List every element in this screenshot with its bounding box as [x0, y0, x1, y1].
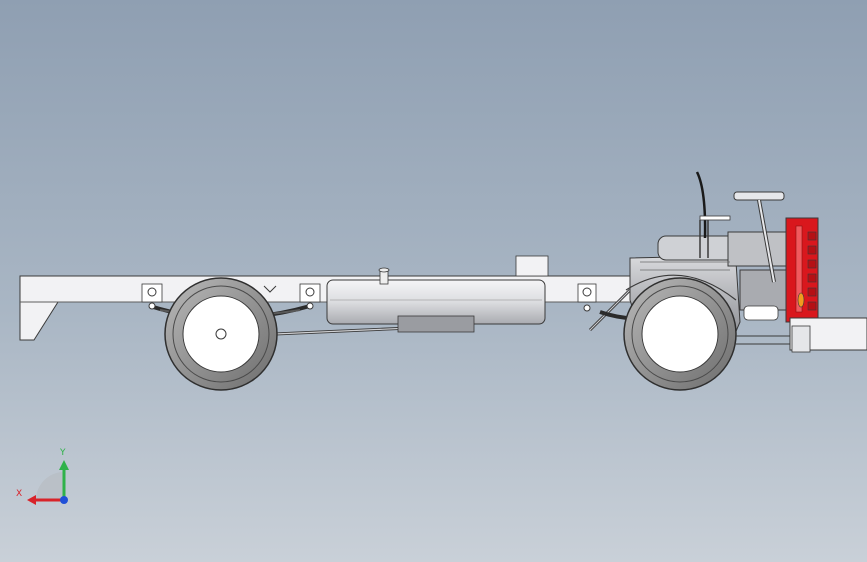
- rear-wheel[interactable]: [164, 277, 278, 391]
- front-wheel[interactable]: [623, 277, 737, 391]
- coordinate-triad: Y X: [16, 448, 69, 505]
- battery-box: [515, 255, 549, 277]
- spring-hanger-rear-2: [299, 283, 321, 310]
- air-cleaner: [727, 231, 787, 267]
- y-axis-label: Y: [59, 448, 66, 458]
- front-bumper[interactable]: [736, 317, 867, 353]
- steering-assembly[interactable]: [733, 191, 785, 283]
- steering-wheel[interactable]: [733, 191, 785, 201]
- gear-lever[interactable]: [695, 171, 707, 239]
- z-axis-origin: [60, 496, 68, 504]
- spring-hanger-rear-1: [141, 283, 163, 310]
- tank-strap: [397, 315, 475, 333]
- front-wheel-hub: [641, 295, 719, 373]
- triad-plane: [36, 472, 64, 500]
- front-fender: [625, 274, 737, 301]
- radiator[interactable]: [785, 217, 819, 323]
- x-axis-label: X: [16, 489, 22, 499]
- fuel-tank[interactable]: [326, 267, 546, 333]
